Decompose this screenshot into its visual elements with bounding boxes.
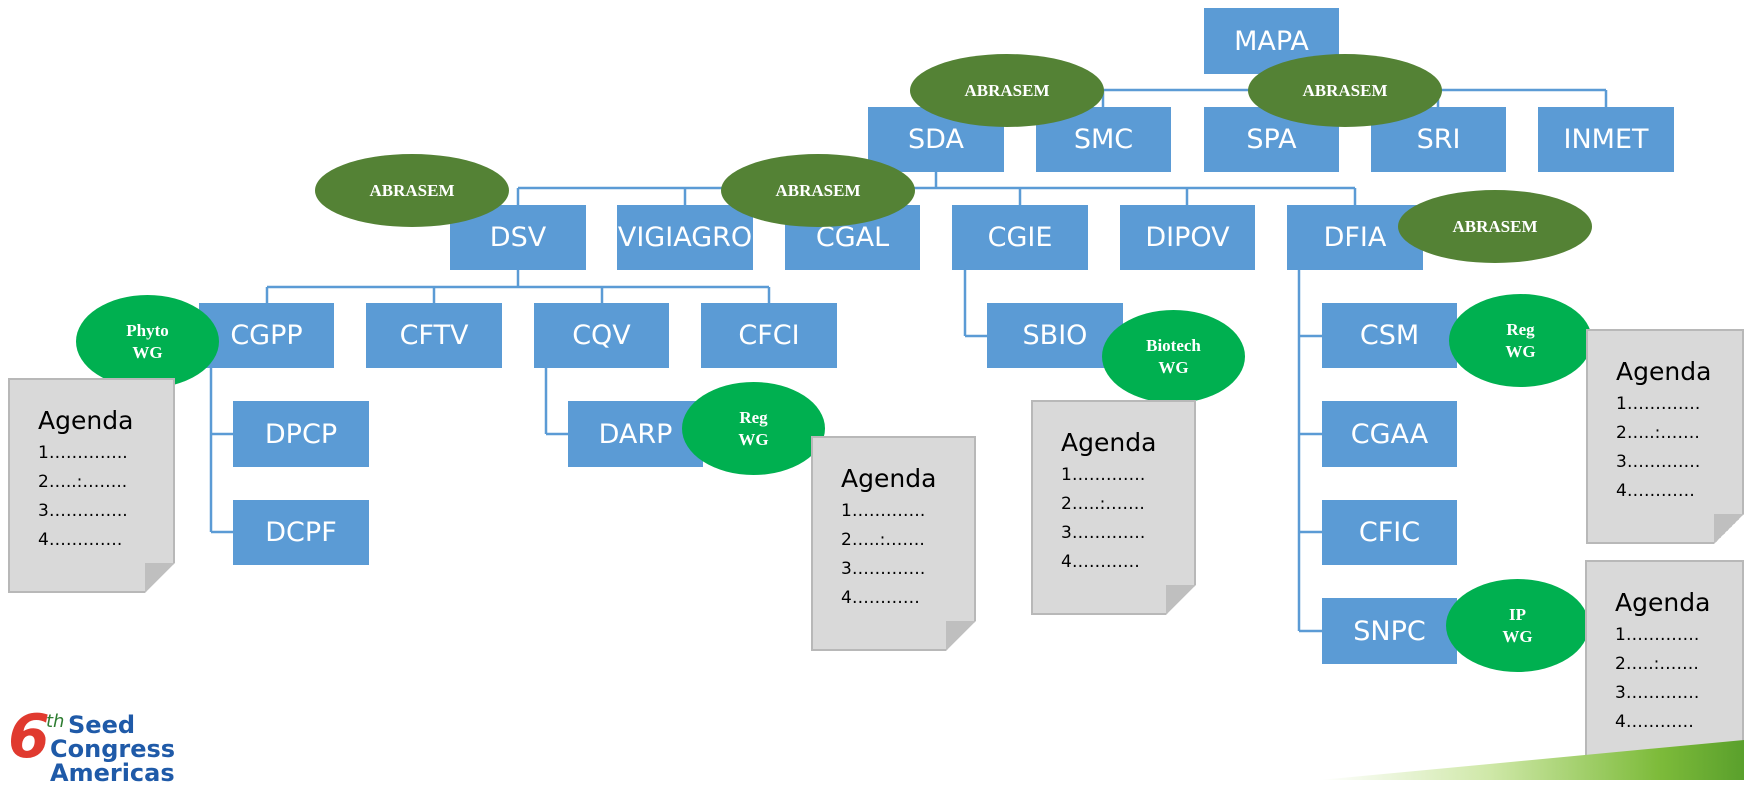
box-csm: CSM (1322, 303, 1457, 368)
phyto-wg-line2: WG (132, 342, 163, 362)
abrasem-label: ABRASEM (369, 180, 455, 200)
agenda-note-phyto: Agenda 1………….. 2…..:…….. 3………….. 4…………. (8, 378, 175, 593)
agenda-item: 1…………. (1061, 465, 1146, 485)
box-cgaa: CGAA (1322, 401, 1457, 467)
box-darp: DARP (568, 401, 703, 467)
agenda-item: 3…………. (1615, 683, 1700, 703)
box-vigiagro: VIGIAGRO (617, 205, 753, 270)
reg-wg-line2: WG (738, 429, 769, 449)
agenda-item: 3………….. (38, 501, 128, 521)
box-cgpp: CGPP (199, 303, 334, 368)
agenda-item: 2…..:…….. (38, 472, 128, 492)
box-dipov: DIPOV (1120, 205, 1255, 270)
abrasem-label: ABRASEM (775, 180, 861, 200)
reg-wg-line1: Reg (1506, 320, 1535, 340)
page-fold-flap (1714, 514, 1744, 544)
abrasem-label: ABRASEM (964, 80, 1050, 100)
logo-word-seed: Seed (68, 711, 136, 739)
page-fold-flap (946, 621, 976, 651)
agenda-item: 1…………. (841, 501, 926, 521)
reg-wg-line1: Reg (739, 408, 768, 428)
agenda-item: 3…………. (841, 559, 926, 579)
box-dcpf: DCPF (233, 500, 369, 565)
agenda-title: Agenda (841, 464, 937, 493)
agenda-item: 1…………. (1616, 394, 1701, 414)
agenda-item: 4………… (1061, 552, 1140, 572)
logo-word-congress: Congress (50, 735, 176, 763)
box-mapa: MAPA (1204, 8, 1339, 74)
agenda-item: 4…………. (38, 530, 123, 550)
reg-wg-line2: WG (1505, 341, 1536, 361)
agenda-item: 2…..:……. (1616, 423, 1700, 443)
abrasem-ellipse-cgal: ABRASEM (721, 154, 915, 227)
seed-congress-logo: 6 th Seed Congress Americas (6, 702, 176, 785)
agenda-item: 2…..:……. (841, 530, 925, 550)
abrasem-label: ABRASEM (1452, 216, 1538, 236)
agenda-item: 2…..:……. (1615, 654, 1699, 674)
abrasem-ellipse-spa: ABRASEM (1248, 54, 1442, 127)
logo-superscript: th (46, 711, 65, 732)
abrasem-ellipse-dfia: ABRASEM (1398, 190, 1592, 263)
logo-word-americas: Americas (50, 759, 175, 787)
box-cqv: CQV (534, 303, 669, 368)
agenda-title: Agenda (1615, 588, 1711, 617)
agenda-title: Agenda (1616, 357, 1712, 386)
box-cgie: CGIE (952, 205, 1088, 270)
agenda-item: 2…..:……. (1061, 494, 1145, 514)
phyto-wg-line1: Phyto (126, 321, 169, 341)
agenda-note-ip: Agenda 1…………. 2…..:……. 3…………. 4………… (1585, 560, 1744, 773)
box-snpc: SNPC (1322, 598, 1457, 664)
ip-wg-line1: IP (1508, 605, 1526, 625)
abrasem-ellipse-dsv: ABRASEM (315, 154, 509, 227)
abrasem-ellipse-sda: ABRASEM (910, 54, 1104, 127)
abrasem-label: ABRASEM (1302, 80, 1388, 100)
agenda-item: 4………… (1615, 712, 1694, 732)
biotech-wg-line2: WG (1158, 357, 1189, 377)
ip-wg-line2: WG (1502, 626, 1533, 646)
agenda-note-biotech: Agenda 1…………. 2…..:……. 3…………. 4………… (1031, 400, 1196, 615)
agenda-title: Agenda (38, 406, 134, 435)
page-fold-flap (145, 563, 175, 593)
box-cfci: CFCI (701, 303, 837, 368)
agenda-item: 3…………. (1616, 452, 1701, 472)
box-dpcp: DPCP (233, 401, 369, 467)
logo-number: 6 (8, 702, 50, 772)
agenda-note-reg-darp: Agenda 1…………. 2…..:……. 3…………. 4………… (811, 436, 976, 651)
box-dfia: DFIA (1287, 205, 1423, 270)
biotech-wg-line1: Biotech (1146, 336, 1201, 356)
agenda-title: Agenda (1061, 428, 1157, 457)
agenda-item: 3…………. (1061, 523, 1146, 543)
box-cfic: CFIC (1322, 500, 1457, 565)
box-inmet: INMET (1538, 107, 1674, 172)
agenda-item: 1…………. (1615, 625, 1700, 645)
agenda-item: 4………… (1616, 481, 1695, 501)
page-fold-flap (1166, 585, 1196, 615)
box-spa: SPA (1204, 107, 1339, 172)
agenda-item: 1………….. (38, 443, 128, 463)
agenda-item: 4………… (841, 588, 920, 608)
box-cftv: CFTV (366, 303, 502, 368)
agenda-note-reg-csm: Agenda 1…………. 2…..:……. 3…………. 4………… (1586, 329, 1744, 544)
box-sbio: SBIO (987, 303, 1123, 368)
